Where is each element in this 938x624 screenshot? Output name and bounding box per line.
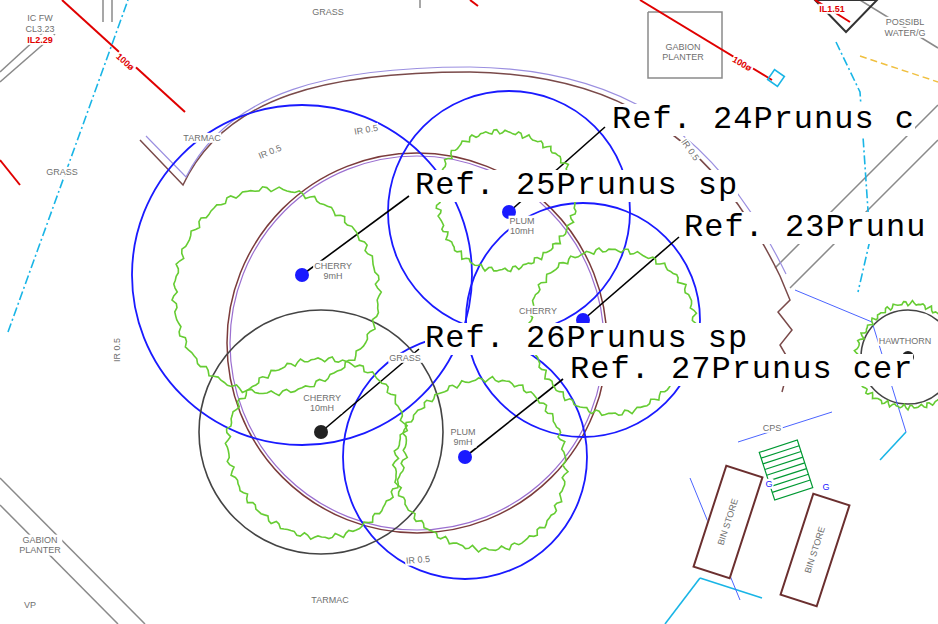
plan-annotation: IL1.51 xyxy=(818,4,846,14)
tree-label: PLUM 10mH xyxy=(508,216,535,237)
tree-label: CHERRY 9mH xyxy=(313,261,353,282)
stair-hatch xyxy=(759,440,812,500)
plan-annotation: 100ø xyxy=(113,51,137,74)
plan-annotation: TARMAC xyxy=(182,133,221,143)
plan-annotation: G xyxy=(764,479,773,489)
plan-annotation: IR 0.5 xyxy=(256,142,284,161)
plan-annotation: IL2.29 xyxy=(26,35,54,45)
tree-canopy: PLUM 9mH xyxy=(394,377,570,553)
canopy-outline xyxy=(394,377,570,553)
plan-annotation: GABION PLANTER xyxy=(18,535,62,556)
plan-annotation: VP xyxy=(23,600,37,610)
structure-outline xyxy=(815,0,877,32)
tree-reference-label: Ref. 24Prunus c xyxy=(612,104,915,136)
tree-canopy: CHERRY 10mH xyxy=(226,355,410,539)
tree-canopy: CHERRY 9mH xyxy=(170,187,380,397)
plan-annotation: IR 0.5 xyxy=(405,554,432,567)
bin-store-box: BIN STORE xyxy=(779,492,850,607)
plan-annotation: TARMAC xyxy=(310,595,349,605)
plan-annotation: IR 0.5 xyxy=(678,136,701,163)
utility-line xyxy=(860,56,938,82)
plan-annotation: GRASS xyxy=(45,167,79,177)
tree-label: HAWTHORN xyxy=(878,336,933,346)
tree-label: PLUM 9mH xyxy=(449,427,476,448)
box-label: BIN STORE xyxy=(802,524,827,575)
plan-annotation: 100ø xyxy=(730,54,755,74)
plan-annotation: IR 0.5 xyxy=(352,123,379,138)
plan-annotation: POSSIBL xyxy=(885,17,926,27)
tree-reference-label: Ref. 25Prunus sp xyxy=(415,170,738,202)
plan-annotation: IR 0.5 xyxy=(112,337,122,363)
canopy-outline xyxy=(226,355,410,539)
plan-annotation: WATER/G xyxy=(884,28,927,38)
plan-annotation: GRASS xyxy=(388,353,422,363)
plan-annotation: CL3.23 xyxy=(24,24,55,34)
bin-store-box: BIN STORE xyxy=(692,464,763,579)
canopy-outline xyxy=(170,187,380,397)
tree-reference-label: Ref. 23Prunu xyxy=(684,212,926,244)
plan-annotation: G xyxy=(821,482,830,492)
tree-reference-label: Ref. 27Prunus cer xyxy=(570,354,913,386)
tree-reference-label: Ref. 26Prunus sp xyxy=(425,323,748,355)
tree-label: CHERRY xyxy=(518,306,558,316)
plan-annotation: IC FW xyxy=(26,13,54,23)
service-lines xyxy=(8,0,906,624)
box-label: BIN STORE xyxy=(715,496,740,547)
root-protection-circle xyxy=(199,310,443,554)
plan-annotation: GABION PLANTER xyxy=(661,42,705,63)
plan-annotation: GRASS xyxy=(311,7,345,17)
plan-annotation: CPS xyxy=(762,423,783,433)
tree-label: CHERRY 10mH xyxy=(302,393,342,414)
